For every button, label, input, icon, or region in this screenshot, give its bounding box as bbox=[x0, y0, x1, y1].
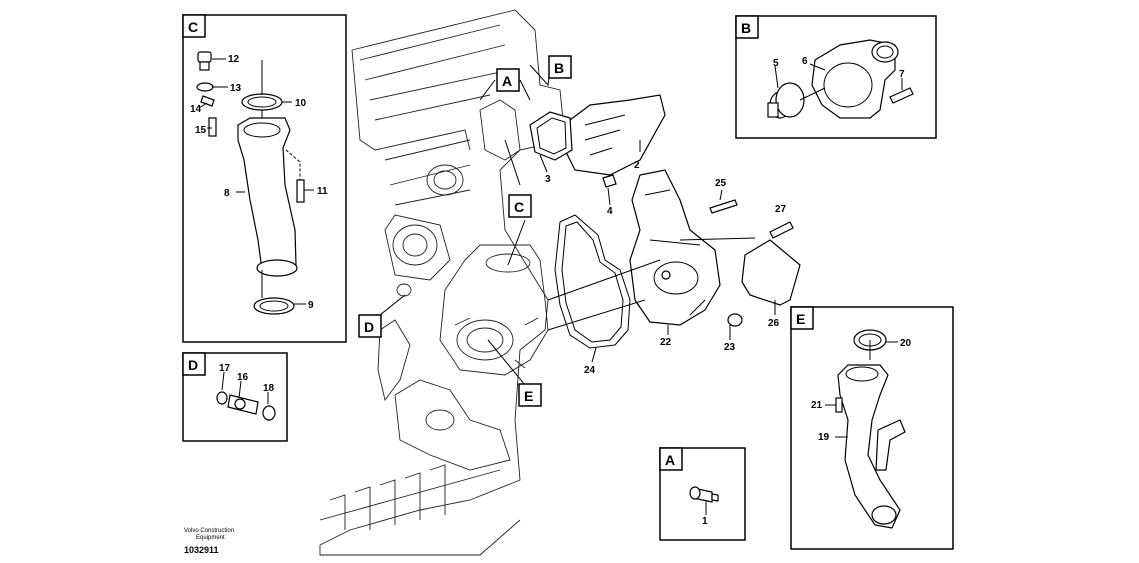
part-number-19: 19 bbox=[818, 432, 830, 443]
part-number-9: 9 bbox=[308, 300, 314, 311]
water-pump bbox=[629, 169, 721, 326]
detail-d-key: D bbox=[188, 357, 198, 373]
part-number-18: 18 bbox=[263, 383, 275, 394]
callout-b-label: B bbox=[554, 60, 564, 76]
part-number-3: 3 bbox=[545, 174, 551, 185]
callout-box-d[interactable] bbox=[358, 314, 382, 338]
detail-e-key-box bbox=[790, 306, 814, 330]
detail-a-key: A bbox=[665, 452, 675, 468]
part-number-15: 15 bbox=[195, 125, 207, 136]
document-number: 1032911 bbox=[184, 545, 219, 555]
detail-b-key-box bbox=[735, 15, 759, 39]
detail-d-key-box bbox=[182, 352, 206, 376]
part-number-8: 8 bbox=[224, 188, 230, 199]
part-number-11: 11 bbox=[317, 186, 328, 197]
callout-a-label: A bbox=[502, 73, 512, 89]
brand-name-line2: Equipment bbox=[196, 535, 225, 541]
callout-box-c[interactable] bbox=[508, 194, 532, 218]
part-number-5: 5 bbox=[773, 58, 779, 69]
brand-name-line1: Volvo Construction bbox=[184, 528, 235, 534]
detail-a-parts bbox=[689, 486, 719, 515]
bolt-27 bbox=[769, 221, 794, 239]
bolt-25 bbox=[709, 199, 738, 214]
part-number-1: 1 bbox=[702, 516, 708, 527]
part-number-7: 7 bbox=[899, 69, 905, 80]
part-number-16: 16 bbox=[237, 372, 249, 383]
part-number-22: 22 bbox=[660, 337, 672, 348]
engine-block bbox=[319, 9, 566, 556]
pump-gasket bbox=[554, 214, 631, 349]
part-number-24: 24 bbox=[584, 365, 596, 376]
detail-b-key: B bbox=[741, 20, 751, 36]
callout-e-label: E bbox=[524, 388, 533, 404]
callout-box-b[interactable] bbox=[548, 55, 572, 79]
part-number-26: 26 bbox=[768, 318, 780, 329]
callout-box-e[interactable] bbox=[518, 383, 542, 407]
detail-e-key: E bbox=[796, 311, 805, 327]
part-number-20: 20 bbox=[900, 338, 912, 349]
cover-26 bbox=[741, 239, 801, 306]
part-number-13: 13 bbox=[230, 83, 242, 94]
detail-e-parts bbox=[825, 329, 906, 529]
detail-d-parts bbox=[216, 371, 276, 421]
callout-box-a[interactable] bbox=[496, 68, 520, 92]
detail-c-key-box bbox=[182, 14, 206, 38]
part-number-10: 10 bbox=[295, 98, 307, 109]
detail-a-key-box bbox=[659, 447, 683, 471]
callout-c-label: C bbox=[514, 199, 524, 215]
seal-ring-23 bbox=[727, 313, 743, 327]
part-number-25: 25 bbox=[715, 178, 727, 189]
callout-d-label: D bbox=[364, 319, 374, 335]
part-number-21: 21 bbox=[811, 400, 823, 411]
part-number-12: 12 bbox=[228, 54, 240, 65]
part-number-4: 4 bbox=[607, 206, 613, 217]
bracket-part bbox=[564, 94, 666, 176]
part-number-17: 17 bbox=[219, 363, 231, 374]
part-number-27: 27 bbox=[775, 204, 787, 215]
detail-c-parts bbox=[196, 51, 314, 315]
part-number-6: 6 bbox=[802, 56, 808, 67]
detail-c-key: C bbox=[188, 19, 198, 35]
bolt-4 bbox=[602, 174, 617, 188]
part-number-23: 23 bbox=[724, 342, 736, 353]
part-number-14: 14 bbox=[190, 104, 202, 115]
part-number-2: 2 bbox=[634, 160, 640, 171]
detail-b-parts bbox=[767, 39, 914, 119]
